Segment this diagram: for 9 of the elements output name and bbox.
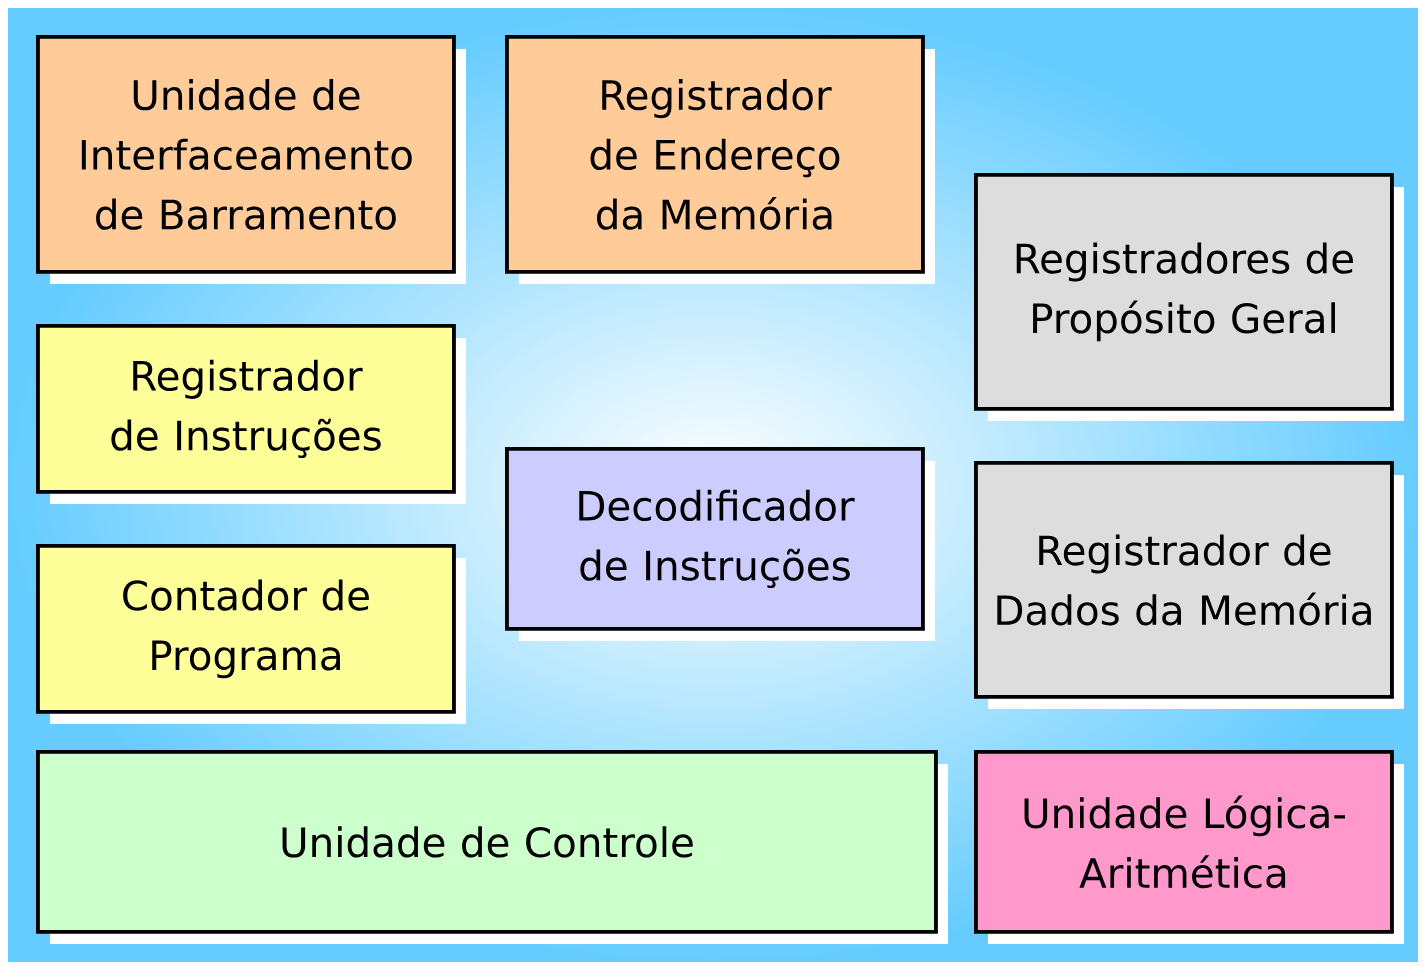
text-box: Registrador de Dados da Memória [974,461,1404,709]
text-box: Unidade de Interfaceamento de Barramento [36,35,466,284]
text-box: Contador de Programa [36,544,466,724]
text-box: Registrador de Instruções [36,324,466,504]
text-box: Registrador de Endereço da Memória [505,35,935,284]
text-box: Unidade Lógica-Aritmética [974,750,1404,944]
text-box: Registradores de Propósito Geral [974,173,1404,421]
text-box: Unidade de Controle [36,750,948,944]
text-box: Decodificador de Instruções [505,447,935,641]
